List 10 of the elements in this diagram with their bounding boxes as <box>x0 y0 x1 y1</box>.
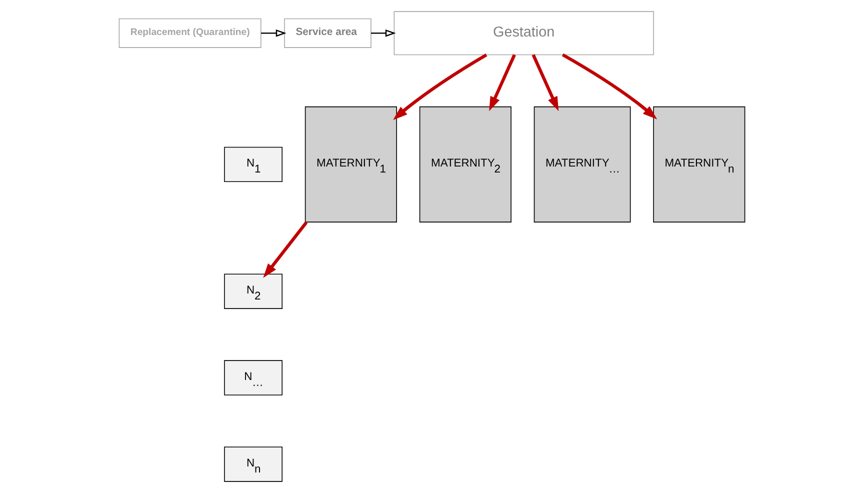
arrow <box>370 30 396 37</box>
arrow <box>260 30 286 37</box>
node-box: Replacement (Quarantine) <box>118 18 261 48</box>
arrow <box>262 221 308 278</box>
arrow <box>392 53 487 120</box>
node-box: Service area <box>284 18 371 48</box>
node-box: Gestation <box>393 11 654 56</box>
arrow <box>488 54 516 112</box>
arrow <box>531 54 558 112</box>
arrow <box>561 53 657 120</box>
